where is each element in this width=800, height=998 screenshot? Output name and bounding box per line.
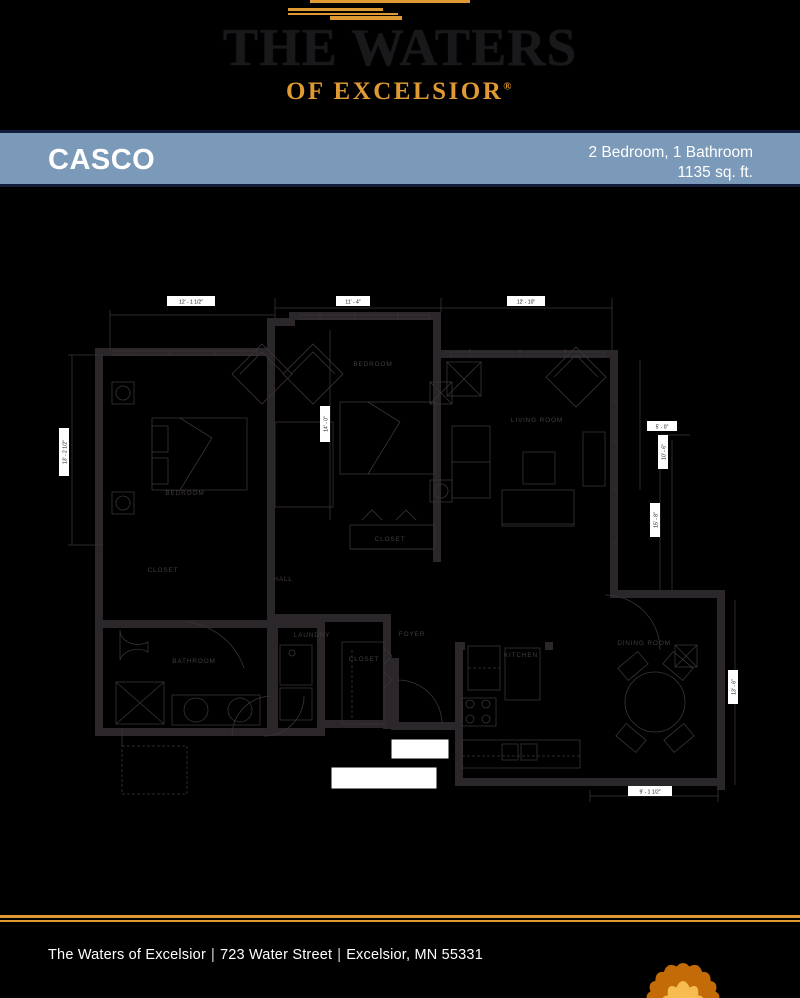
footer-rule-1 [0, 915, 800, 918]
callout-box-blank-2 [331, 767, 437, 789]
svg-text:14' - 0": 14' - 0" [324, 416, 330, 432]
room-label-kitchen: KITCHEN [504, 652, 538, 659]
dimension-label: 13' - 6" [728, 670, 738, 704]
logo-brand-line2-text: OF EXCELSIOR [285, 78, 504, 105]
callout-box-blank-1 [391, 739, 449, 759]
plan-bedbath: 2 Bedroom, 1 Bathroom [588, 144, 753, 161]
svg-text:12' - 10": 12' - 10" [517, 300, 536, 306]
footer-city-state-zip: Excelsior, MN 55331 [346, 947, 483, 963]
dimension-label: 12' - 10" [507, 296, 545, 306]
logo-rule-3 [288, 13, 398, 15]
room-label-foyer: FOYER [399, 631, 425, 638]
footer-rule-2 [0, 920, 800, 922]
svg-text:13' - 2 1/2": 13' - 2 1/2" [63, 440, 69, 464]
room-label-living-room: LIVING ROOM [511, 417, 563, 424]
dimension-label: 5' - 0" [647, 421, 677, 431]
dimension-label: 14' - 0" [320, 406, 330, 442]
logo-rule-1 [310, 0, 470, 3]
logo-brand-line2: OF EXCELSIOR® [0, 78, 800, 106]
dimension-label: 11' - 4" [336, 296, 370, 306]
dimension-label: 15' - 8" [650, 503, 660, 537]
footer-property-name: The Waters of Excelsior [48, 947, 206, 963]
flower-graphic [646, 963, 720, 998]
svg-text:12' - 1 1/2": 12' - 1 1/2" [179, 300, 203, 306]
svg-text:5' - 0": 5' - 0" [656, 425, 669, 431]
svg-text:13' - 6": 13' - 6" [732, 679, 738, 695]
room-label-bedroom-2: BEDROOM [353, 361, 392, 368]
brand-logo: THE WATERS OF EXCELSIOR® [0, 0, 800, 125]
dimension-label: 9' - 1 1/2" [628, 786, 672, 796]
svg-text:9' - 1 1/2": 9' - 1 1/2" [639, 790, 660, 796]
logo-brand-line1: THE WATERS [222, 19, 578, 77]
room-label-bedroom-1: BEDROOM [165, 490, 204, 497]
svg-text:11' - 4": 11' - 4" [345, 300, 360, 306]
logo-rule-4 [330, 16, 402, 20]
room-label-closet-1: CLOSET [375, 536, 406, 543]
registered-mark: ® [503, 80, 515, 93]
room-label-dining-room: DINING ROOM [617, 640, 671, 647]
plan-specs: 2 Bedroom, 1 Bathroom 1135 sq. ft. [588, 143, 753, 183]
page-footer: The Waters of Excelsior|723 Water Street… [0, 915, 800, 998]
room-label-hall: HALL [273, 576, 292, 583]
room-label-laundry: LAUNDRY [294, 632, 331, 639]
svg-text:10' - 6": 10' - 6" [662, 444, 668, 460]
footer-separator-1: | [210, 947, 215, 963]
room-label-bathroom: BATHROOM [172, 658, 215, 665]
dimension-label: 10' - 6" [658, 435, 668, 469]
dimension-label: 13' - 2 1/2" [59, 428, 69, 476]
plan-area: 1135 sq. ft. [677, 163, 753, 181]
floorplan-drawing: BEDROOM BEDROOM LIVING ROOM CLOSET CLOSE… [0, 190, 800, 915]
room-label-closet-2: CLOSET [148, 567, 179, 574]
footer-street: 723 Water Street [219, 947, 333, 963]
plan-title-band: CASCO 2 Bedroom, 1 Bathroom 1135 sq. ft. [0, 130, 800, 187]
svg-text:15' - 8": 15' - 8" [654, 512, 660, 528]
room-label-closet-3: CLOSET [349, 656, 380, 663]
footer-separator-2: | [337, 947, 342, 963]
footer-address: The Waters of Excelsior|723 Water Street… [48, 947, 483, 963]
logo-rule-2 [288, 8, 383, 11]
page-title: CASCO [48, 144, 156, 176]
dimension-label: 12' - 1 1/2" [167, 296, 215, 306]
